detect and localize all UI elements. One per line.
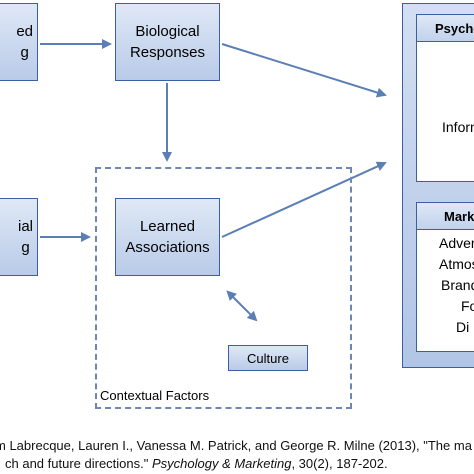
citation-journal: Psychology & Marketing — [151, 456, 292, 471]
marketing-item: Fo — [461, 298, 474, 314]
marketing-header: Mark — [417, 203, 474, 230]
source-citation: m Labrecque, Lauren I., Vanessa M. Patri… — [0, 437, 474, 473]
node-top-left-label: ed g — [16, 23, 33, 61]
psychological-box[interactable]: Psychc Inforn — [416, 14, 474, 182]
marketing-list: Advert Atmos Brand/ Fo Di — [439, 233, 474, 338]
node-culture-label: Culture — [247, 350, 289, 366]
arrow-bio-to-psych — [221, 43, 387, 98]
node-biological-responses-label: Biological Responses — [129, 23, 206, 61]
contextual-factors-frame — [95, 167, 352, 409]
citation-text: ch and future directions." — [5, 456, 152, 471]
node-learned-associations[interactable]: Learned Associations — [115, 198, 220, 276]
citation-line-1: m Labrecque, Lauren I., Vanessa M. Patri… — [0, 438, 472, 453]
citation-volume: , 30(2), 187-202. — [291, 456, 388, 471]
contextual-factors-label: Contextual Factors — [100, 388, 210, 403]
arrow-learned-to-psych — [221, 161, 387, 238]
marketing-item: Atmos — [439, 256, 474, 272]
node-biological-responses[interactable]: Biological Responses — [115, 3, 220, 81]
node-middle-left-label: ial g — [17, 218, 33, 256]
node-learned-associations-label: Learned Associations — [125, 218, 210, 256]
citation-line-2: ch and future directions." Psychology & … — [5, 455, 474, 473]
node-middle-left[interactable]: ial g — [0, 198, 38, 276]
marketing-item: Di — [456, 319, 470, 335]
psychological-header: Psychc — [417, 15, 474, 42]
node-culture[interactable]: Culture — [228, 345, 308, 371]
node-top-left[interactable]: ed g — [0, 3, 38, 81]
marketing-item: Brand/ — [441, 277, 474, 293]
marketing-item: Advert — [439, 235, 474, 251]
psychological-item: Inforn — [442, 119, 474, 135]
arrow-bidirectional-culture — [226, 290, 258, 322]
marketing-box[interactable]: Mark Advert Atmos Brand/ Fo Di — [416, 202, 474, 352]
